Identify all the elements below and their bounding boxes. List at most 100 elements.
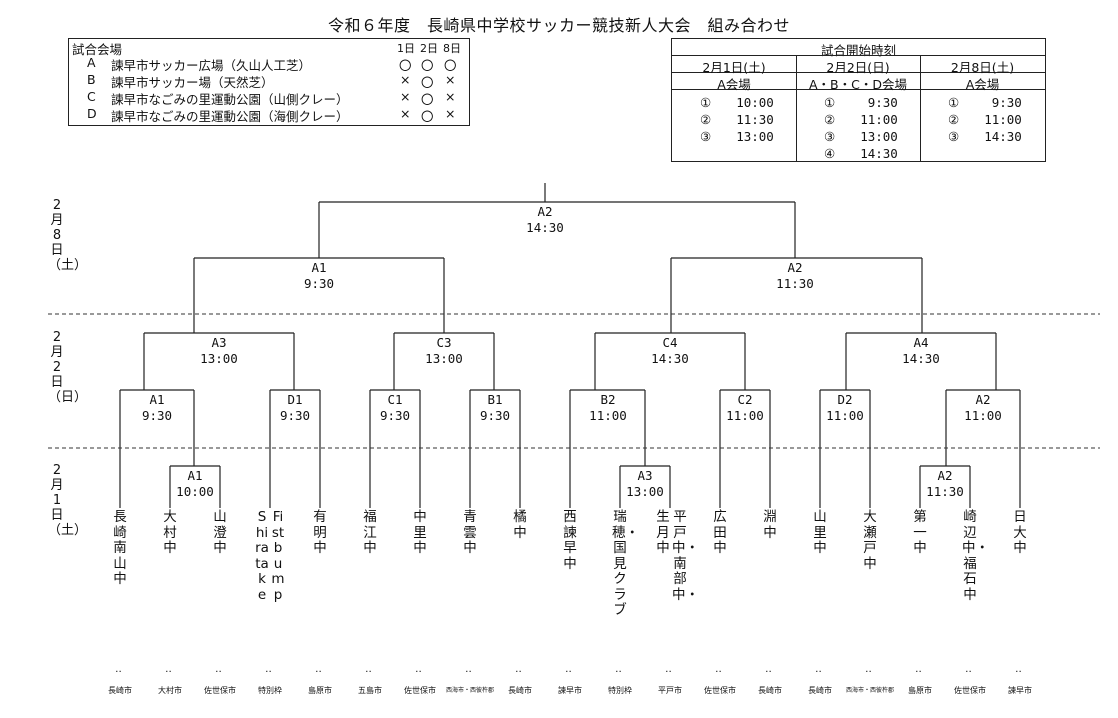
team-name: 福江中 — [363, 509, 377, 556]
start-time-entry: ① 9:30 — [948, 95, 1022, 110]
dot-marker: ‥ — [665, 664, 675, 675]
venue-name: 諫早市なごみの里運動公園（山側クレー） — [111, 92, 349, 107]
day-label: 2月2日（日） — [48, 330, 88, 405]
team-city: 島原市 — [908, 686, 932, 695]
team-city: 長崎市 — [808, 686, 832, 695]
dot-marker: ‥ — [865, 664, 875, 675]
dot-marker: ‥ — [115, 664, 125, 675]
team-name: 大瀬戸中 — [863, 509, 877, 572]
team-name: 山里中 — [813, 509, 827, 556]
team-name: 西諫早中 — [563, 509, 577, 572]
team-name: 崎辺中・福石中 — [962, 509, 989, 603]
venue-mark: 〇 — [421, 109, 434, 124]
day-label: 2月8日（土） — [48, 198, 88, 273]
team-city: 特別枠 — [258, 686, 282, 695]
start-time-entry: ① 9:30 — [824, 95, 898, 110]
start-time-entry: ② 11:30 — [700, 112, 774, 127]
venue-code: C — [87, 89, 96, 104]
venue-mark: × — [445, 106, 456, 121]
venue-mark: 〇 — [421, 75, 434, 90]
team-name: Fistbump — [271, 509, 285, 603]
team-name: 大村中 — [163, 509, 177, 556]
team-city: 平戸市 — [658, 686, 682, 695]
venue-mark: 〇 — [421, 92, 434, 107]
dot-marker: ‥ — [265, 664, 275, 675]
team-city: 長崎市 — [108, 686, 132, 695]
venue-mark: 〇 — [421, 58, 434, 73]
dot-marker: ‥ — [315, 664, 325, 675]
team-city: 佐世保市 — [404, 686, 436, 695]
venue-name: 諫早市サッカー広場（久山人工芝） — [111, 58, 312, 73]
venue-mark: × — [400, 106, 411, 121]
team-city: 大村市 — [158, 686, 182, 695]
team-name: 瑞穂・国見クラブ — [612, 509, 639, 618]
venue-mark: × — [400, 89, 411, 104]
start-time-entry: ③ 13:00 — [824, 129, 898, 144]
team-name: 山澄中 — [213, 509, 227, 556]
venue-row: D 諫早市なごみの里運動公園（海側クレー） × 〇 × — [69, 106, 469, 124]
team-name: 中里中 — [413, 509, 427, 556]
start-time-entry: ② 11:00 — [824, 112, 898, 127]
start-time-date: 2月1日(土) — [702, 60, 766, 75]
team-city: 西海市・西彼杵郡 — [445, 687, 494, 694]
start-time-date: 2月2日(日) — [826, 60, 890, 75]
start-time-table: 試合開始時刻 2月1日(土) 2月2日(日) 2月8日(土) A会場 A・B・C… — [671, 38, 1046, 162]
team-name: 有明中 — [313, 509, 327, 556]
start-time-entry: ③ 14:30 — [948, 129, 1022, 144]
dot-marker: ‥ — [1015, 664, 1025, 675]
team-city: 五島市 — [358, 686, 382, 695]
venue-code: D — [87, 106, 97, 121]
venue-mark: × — [400, 72, 411, 87]
venue-name: 諫早市サッカー場（天然芝） — [111, 75, 274, 90]
venue-mark: × — [445, 72, 456, 87]
dot-marker: ‥ — [715, 664, 725, 675]
team-city: 長崎市 — [758, 686, 782, 695]
team-name: 長崎南山中 — [113, 509, 127, 587]
team-city: 西海市・西彼杵郡 — [845, 687, 894, 694]
start-time-venue: A会場 — [717, 77, 751, 92]
team-name: 平戸中・南部中・ — [672, 509, 699, 603]
venue-table: 試合会場 1日 2日 8日 A 諫早市サッカー広場（久山人工芝） 〇 〇 〇 B… — [68, 38, 470, 126]
team-name: 第一中 — [913, 509, 927, 556]
team-name: 橘中 — [513, 509, 527, 541]
team-city: 諫早市 — [558, 686, 582, 695]
venue-header: 試合会場 — [72, 42, 123, 57]
venue-name: 諫早市なごみの里運動公園（海側クレー） — [111, 109, 349, 124]
venue-day-header: 2日 — [420, 42, 438, 55]
start-time-venue: A会場 — [965, 77, 1000, 92]
dot-marker: ‥ — [215, 664, 225, 675]
team-city: 佐世保市 — [954, 686, 986, 695]
venue-row: A 諫早市サッカー広場（久山人工芝） 〇 〇 〇 — [69, 55, 469, 73]
page-title: 令和６年度 長崎県中学校サッカー競技新人大会 組み合わせ — [327, 16, 790, 35]
start-time-entry: ④ 14:30 — [824, 146, 898, 161]
start-time-entry: ③ 13:00 — [700, 129, 774, 144]
start-time-venue: A・B・C・D会場 — [809, 77, 907, 92]
dot-marker: ‥ — [565, 664, 575, 675]
team-name: 日大中 — [1013, 509, 1027, 556]
team-city: 特別枠 — [608, 686, 632, 695]
venue-mark: × — [445, 89, 456, 104]
dot-marker: ‥ — [515, 664, 525, 675]
dot-marker: ‥ — [365, 664, 375, 675]
dot-marker: ‥ — [615, 664, 625, 675]
team-city: 諫早市 — [1008, 686, 1032, 695]
venue-row: C 諫早市なごみの里運動公園（山側クレー） × 〇 × — [69, 89, 469, 107]
dot-marker: ‥ — [815, 664, 825, 675]
team-name: 生月中 — [656, 509, 670, 556]
team-name: Shiratake — [255, 509, 269, 603]
day-label: 2月1日（土） — [48, 463, 88, 538]
venue-row: B 諫早市サッカー場（天然芝） × 〇 × — [69, 72, 469, 90]
team-city: 佐世保市 — [704, 686, 736, 695]
